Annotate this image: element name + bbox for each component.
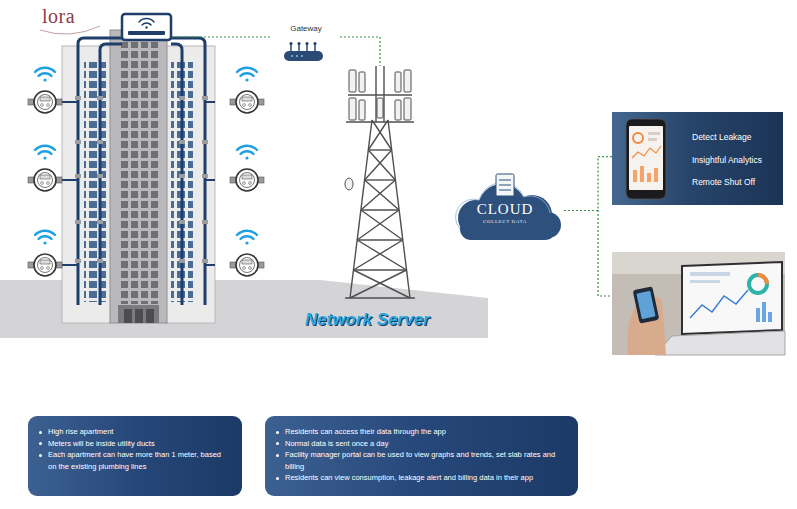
- bullet-dot: [39, 454, 42, 457]
- bullet-item: High rise apartment: [48, 426, 230, 438]
- dotted-link: [598, 210, 612, 296]
- bullet-text: High rise apartment: [48, 427, 113, 436]
- bullet-item: Meters will be inside utility ducts: [48, 438, 230, 450]
- bullet-text: Facility manager portal can be used to v…: [285, 450, 555, 471]
- tower-antennas: [345, 70, 411, 190]
- cloud-subtitle: COLLECT DATA: [446, 219, 564, 225]
- bullet-list: High rise apartmentMeters will be inside…: [48, 426, 230, 472]
- router-icon: [122, 14, 171, 40]
- cloud-node: CLOUDCOLLECT DATA: [446, 172, 564, 242]
- bullet-text: Residents can view consumption, leakage …: [285, 473, 533, 482]
- dotted-connector: [340, 37, 380, 66]
- bullet-item: Normal data is sent once a day: [285, 438, 566, 450]
- phone-illustration: [624, 118, 668, 200]
- bullet-text: Residents can access their data through …: [285, 427, 446, 436]
- connector-line: [564, 157, 612, 211]
- server-label: Network Server: [305, 310, 430, 330]
- cell-tower: [345, 66, 415, 298]
- connector-line: [340, 37, 380, 66]
- bullet-item: Residents can view consumption, leakage …: [285, 472, 566, 484]
- dotted-connector: [564, 157, 612, 211]
- info-box: Residents can access their data through …: [265, 416, 578, 496]
- bullet-item: Residents can access their data through …: [285, 426, 566, 438]
- bullet-dot: [39, 442, 42, 445]
- app-feature-panel: Detect LeakageInsightful AnalyticsRemote…: [612, 112, 783, 205]
- water-meters: [28, 68, 264, 276]
- logo-swoosh: [40, 26, 100, 34]
- info-box: High rise apartmentMeters will be inside…: [28, 416, 242, 496]
- bullet-list: Residents can access their data through …: [285, 426, 566, 484]
- network-server-node: Network Server: [300, 66, 470, 335]
- bullet-dot: [276, 431, 279, 434]
- apartment-building: [62, 30, 215, 323]
- bullet-item: Facility manager portal can be used to v…: [285, 449, 566, 472]
- plumbing-pipes: [62, 38, 215, 305]
- cloud-title: CLOUD: [446, 201, 564, 218]
- logo-text: lora: [42, 5, 75, 28]
- feature-list: Detect LeakageInsightful AnalyticsRemote…: [692, 132, 762, 200]
- gateway-node: Gateway: [272, 23, 340, 65]
- bullet-text: Normal data is sent once a day: [285, 439, 388, 448]
- bullet-item: Each apartment can have more than 1 mete…: [48, 449, 230, 472]
- feature-item: Remote Shut Off: [692, 177, 762, 187]
- feature-item: Detect Leakage: [692, 132, 762, 142]
- feature-item: Insightful Analytics: [692, 155, 762, 165]
- bullet-text: Meters will be inside utility ducts: [48, 439, 155, 448]
- bullet-dot: [39, 431, 42, 434]
- bullet-dot: [276, 477, 279, 480]
- gateway-label: Gateway: [272, 23, 340, 34]
- dotted-link: [172, 36, 272, 37]
- bullet-dot: [276, 442, 279, 445]
- bullet-text: Each apartment can have more than 1 mete…: [48, 450, 221, 471]
- pipe-joints: [75, 96, 208, 263]
- bullet-dot: [276, 454, 279, 457]
- laptop-photo: [612, 252, 785, 355]
- gateway-icon: [284, 42, 323, 61]
